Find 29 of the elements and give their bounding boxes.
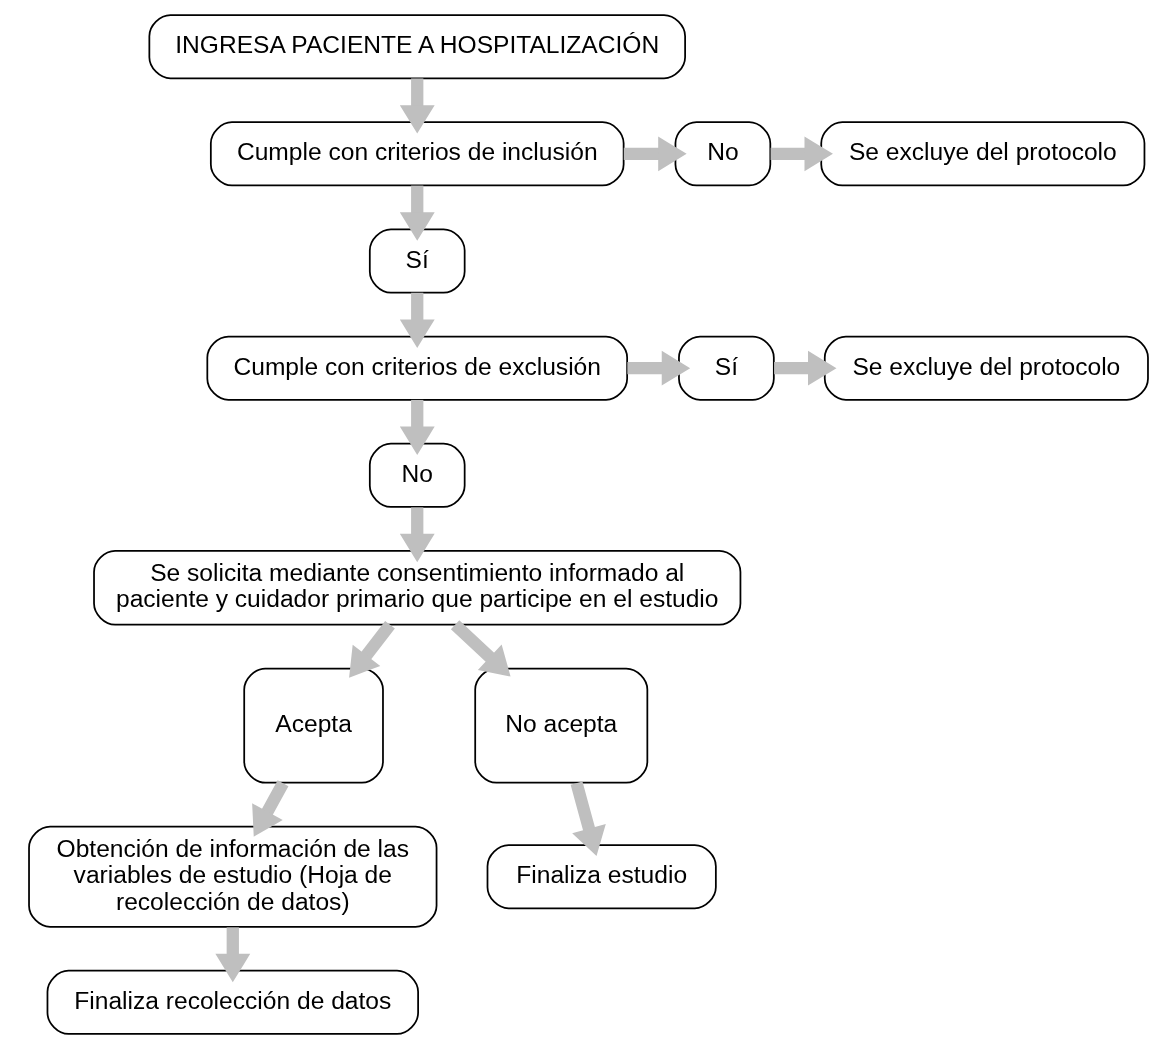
arrow — [399, 507, 435, 563]
arrow — [399, 78, 435, 134]
arrow — [450, 620, 511, 677]
node-box: Finaliza estudio — [486, 844, 717, 910]
arrow — [399, 399, 435, 456]
node-box: Finaliza recolección de datos — [46, 969, 419, 1035]
node-box: Cumple con criterios de inclusión — [209, 121, 624, 187]
node-box: Sí — [677, 335, 775, 401]
node-box: Se solicita mediante consentimiento informado al paciente y cuidador primario que participe en el estudio — [92, 549, 741, 626]
arrow — [623, 136, 687, 172]
arrow — [570, 781, 606, 857]
node-box: Se excluye del protocolo — [819, 121, 1145, 187]
arrow — [399, 292, 435, 348]
node-box: Acepta — [242, 667, 384, 784]
node-box: INGRESA PACIENTE A HOSPITALIZACIÓN — [147, 14, 686, 80]
node-box: Obtención de información de las variables de estudio (Hoja de recolección de datos) — [27, 825, 437, 928]
node-box: No acepta — [473, 667, 648, 784]
node-box: No — [674, 121, 771, 187]
arrow — [773, 350, 836, 386]
node-box: Sí — [368, 228, 466, 294]
arrow — [399, 185, 435, 241]
arrow — [770, 136, 833, 172]
node-box: Cumple con criterios de exclusión — [205, 335, 628, 401]
node-box: No — [368, 442, 466, 508]
arrow — [214, 927, 250, 983]
node-box: Se excluye del protocolo — [823, 335, 1149, 401]
arrow — [626, 350, 690, 386]
arrow — [251, 780, 288, 837]
arrow — [348, 621, 395, 678]
